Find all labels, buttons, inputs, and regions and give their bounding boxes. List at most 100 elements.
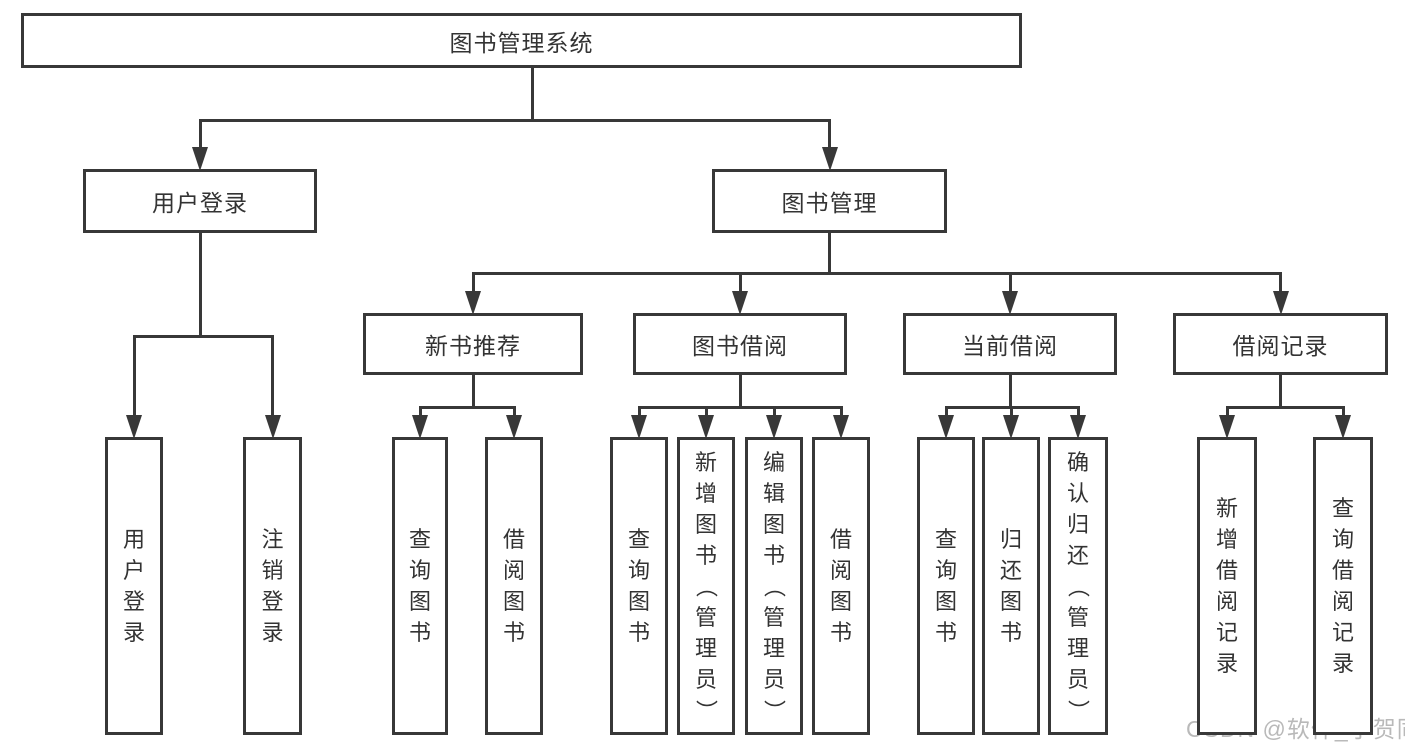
node-label-char: 辑	[762, 480, 785, 506]
node-label: 新增借阅记录	[1200, 440, 1254, 732]
node-label-char: 图	[694, 511, 717, 537]
arrowhead-add-books-admin	[698, 415, 714, 439]
node-label-char: 理	[694, 635, 717, 661]
node-label-char: 书	[627, 620, 650, 645]
node-label-char: 记	[1215, 620, 1238, 645]
node-root: 图书管理系统	[21, 13, 1022, 68]
edge-drop-user-login	[198, 119, 202, 149]
edge-drop-query-books-2	[637, 406, 641, 417]
node-label-char: 录	[1215, 651, 1238, 676]
node-label-char: 图	[408, 589, 431, 614]
node-label-char: 图	[934, 589, 957, 614]
node-label: 当前借阅	[962, 333, 1058, 359]
node-label-char: 员	[762, 666, 785, 692]
node-label-char: 登	[261, 589, 284, 614]
node-label-char: 阅	[1215, 589, 1238, 614]
node-label-char: 理	[1066, 635, 1089, 661]
node-label-char: 阅	[502, 558, 525, 583]
node-label: 图书管理	[781, 190, 878, 216]
node-label-char: 销	[261, 558, 284, 583]
edge-drop-book-management	[828, 119, 831, 149]
arrowhead-current-borrowing	[1002, 291, 1018, 315]
edge-drop-book-borrowing	[738, 272, 742, 293]
node-edit-books-admin: 编辑图书（管理员）	[745, 437, 803, 735]
node-confirm-return-admin: 确认归还（管理员）	[1048, 437, 1108, 735]
arrowhead-confirm-return-admin	[1070, 415, 1086, 439]
node-label-char: 新	[1215, 496, 1238, 521]
node-label-char: 增	[694, 480, 717, 506]
edge-drop-borrow-books-2	[839, 406, 843, 417]
node-label: 确认归还（管理员）	[1051, 440, 1105, 732]
node-label-char: 用	[122, 527, 145, 552]
node-label-char: 书	[694, 542, 717, 568]
node-borrow-books-1: 借阅图书	[485, 437, 543, 735]
edge-drop-borrow-books-1	[512, 406, 516, 417]
edge-drop-return-books	[1009, 406, 1013, 417]
node-label: 借阅记录	[1232, 333, 1329, 359]
edge-drop-edit-books-admin	[772, 406, 776, 417]
edge-bus-book-management	[471, 272, 1282, 275]
node-logout-leaf: 注销登录	[243, 437, 302, 735]
node-label: 归还图书	[985, 440, 1037, 732]
arrowhead-borrowing-records	[1272, 291, 1289, 315]
node-label-char: 借	[829, 527, 852, 552]
node-label-char: 查	[934, 527, 957, 552]
node-label-char: 管	[694, 604, 717, 630]
arrowhead-borrow-books-2	[833, 415, 849, 439]
node-label-char: 阅	[829, 558, 852, 583]
node-label-char: 登	[122, 589, 145, 614]
node-label: 借阅图书	[815, 440, 867, 732]
edge-drop-new-book-recommend	[471, 272, 475, 293]
node-label: 图书借阅	[692, 333, 788, 359]
node-label-char: 增	[1215, 527, 1238, 552]
node-label-char: 图	[762, 511, 785, 537]
node-label-char: 注	[261, 527, 284, 552]
edge-drop-query-borrow-record	[1341, 406, 1345, 417]
node-label-char: 编	[762, 449, 785, 475]
node-label-char: 还	[1066, 542, 1089, 568]
edge-bus-root	[198, 119, 831, 122]
node-label-char: 借	[1331, 558, 1354, 583]
node-label-char: 询	[1331, 527, 1354, 552]
arrowhead-book-management	[821, 147, 838, 171]
node-query-books-3: 查询图书	[917, 437, 975, 735]
arrowhead-logout-leaf	[264, 415, 281, 439]
node-label-char: （	[1065, 574, 1091, 597]
node-label: 新增图书（管理员）	[680, 440, 732, 732]
arrowhead-query-books-2	[631, 415, 647, 439]
node-label-char: 录	[261, 620, 284, 645]
node-label-char: 录	[1331, 651, 1354, 676]
node-label-char: 图	[627, 589, 650, 614]
node-label-char: 询	[627, 558, 650, 583]
node-label-char: 图	[502, 589, 525, 614]
edge-stem-book-management	[828, 232, 831, 275]
arrowhead-query-books-1	[412, 415, 428, 439]
node-label: 用户登录	[108, 440, 160, 732]
edge-stem-borrowing-records	[1279, 374, 1282, 409]
node-label: 编辑图书（管理员）	[748, 440, 800, 732]
node-label: 查询借阅记录	[1316, 440, 1370, 732]
node-label-char: 确	[1066, 449, 1089, 475]
node-label: 新书推荐	[425, 333, 521, 359]
edge-drop-user-login-leaf	[132, 335, 136, 417]
edge-drop-add-borrow-record	[1225, 406, 1229, 417]
node-label-char: 书	[934, 620, 957, 645]
arrowhead-new-book-recommend	[465, 291, 481, 315]
node-book-borrowing: 图书借阅	[633, 313, 847, 375]
node-borrow-books-2: 借阅图书	[812, 437, 870, 735]
edge-drop-borrowing-records	[1279, 272, 1282, 293]
node-label-char: 书	[999, 620, 1022, 645]
node-label: 注销登录	[246, 440, 299, 732]
node-label-char: 查	[627, 527, 650, 552]
node-label-char: 借	[502, 527, 525, 552]
edge-drop-query-books-3	[944, 406, 948, 417]
node-label-char: 查	[408, 527, 431, 552]
edge-stem-root	[530, 67, 534, 122]
node-borrowing-records: 借阅记录	[1173, 313, 1388, 375]
node-label-char: ）	[761, 698, 787, 721]
node-label-char: （	[693, 574, 719, 597]
node-label-char: 理	[762, 635, 785, 661]
node-label-char: 归	[1066, 511, 1089, 537]
node-label-char: 书	[408, 620, 431, 645]
